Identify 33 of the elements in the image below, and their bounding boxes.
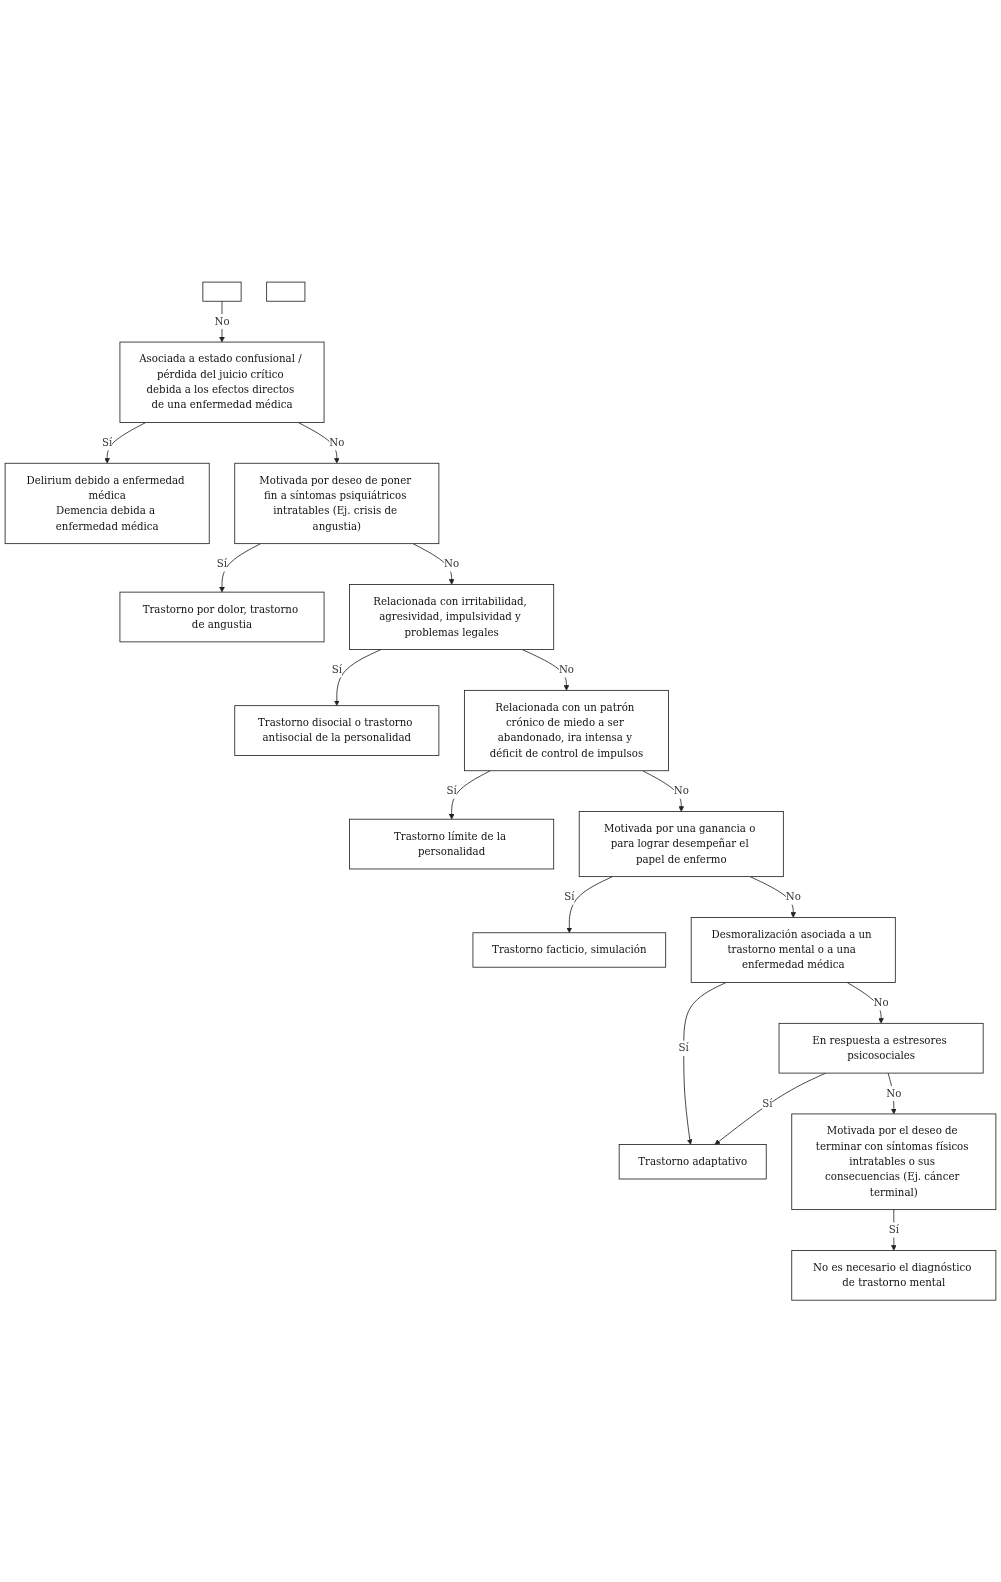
edge-label: No — [444, 557, 460, 570]
node-box: Trastorno por dolor, trastorno de angustia — [119, 591, 325, 643]
node-box: Trastorno disocial o trastorno antisocial de la personalidad — [234, 705, 440, 756]
edge-label: Sí — [762, 1097, 773, 1110]
node-box: Asociada a estado confusional / pérdida del juicio crítico debida a los efectos directos de una enfermedad médica — [119, 341, 325, 423]
edge-label: No — [214, 315, 230, 328]
edge-label: Sí — [446, 784, 457, 797]
node-box: Relacionada con irritabilidad, agresividad, impulsividad y problemas legales — [349, 583, 555, 650]
node-box: En respuesta a estresores psicosociales — [778, 1022, 984, 1074]
node-box: Motivada por deseo de poner fin a síntomas psiquiátricos intratables (Ej. crisis de angustia) — [234, 462, 440, 544]
node-box: Motivada por el deseo de terminar con síntomas físicos intratables o sus consecuencias (Ej. cáncer terminal) — [791, 1113, 997, 1210]
edge-label: No — [873, 996, 889, 1009]
node-box: Motivada por una ganancia o para lograr desempeñar el papel de enfermo — [578, 811, 784, 877]
node-box: Trastorno adaptativo — [618, 1143, 767, 1180]
edge-label: Sí — [331, 663, 342, 676]
edge-label: Sí — [888, 1223, 899, 1236]
node-box: Delirium debido a enfermedad médica Demencia debida a enfermedad médica — [4, 462, 210, 544]
node-box — [266, 281, 306, 302]
edge-label: No — [886, 1086, 902, 1100]
node-box: Desmoralización asociada a un trastorno mental o a una enfermedad médica — [690, 916, 896, 983]
edge-label: No — [329, 436, 345, 449]
edge-label: Sí — [216, 557, 228, 570]
edge-label: Sí — [678, 1041, 689, 1054]
node-box: No es necesario el diagnóstico de trastorno mental — [791, 1249, 997, 1301]
node-box — [202, 281, 242, 302]
node-box: Trastorno facticio, simulación — [472, 932, 667, 968]
node-box: Trastorno límite de la personalidad — [349, 818, 555, 870]
edge-label: No — [673, 784, 689, 797]
edge-label: Sí — [102, 436, 113, 449]
edge-label: No — [785, 890, 801, 903]
edge-label: No — [558, 663, 574, 676]
edge-label: Sí — [564, 890, 575, 903]
node-box: Relacionada con un patrón crónico de miedo a ser abandonado, ira intensa y déficit de control de impulsos — [463, 689, 669, 771]
